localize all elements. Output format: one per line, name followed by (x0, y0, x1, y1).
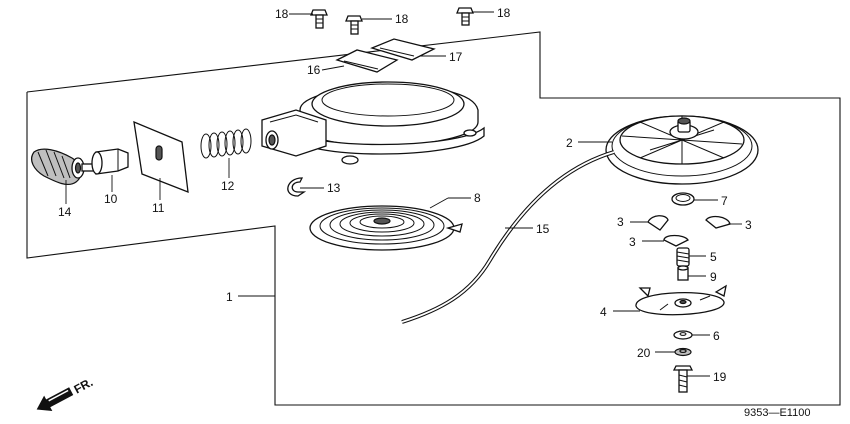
callout-19: 19 (713, 370, 727, 384)
grip-adapter-10 (91, 148, 129, 175)
assembly-frame (26, 31, 841, 406)
starter-case (261, 81, 485, 165)
callout-5: 5 (710, 250, 717, 264)
callout-10: 10 (104, 192, 118, 206)
starter-grip-14 (31, 148, 95, 186)
callout-6: 6 (713, 329, 720, 343)
bolt-18-right (456, 7, 474, 26)
callout-3-right: 3 (745, 218, 752, 232)
diagram-code: 9353—E1100 (744, 407, 810, 419)
callout-8: 8 (474, 191, 481, 205)
callout-16: 16 (307, 63, 321, 77)
callout-18-middle: 18 (395, 12, 409, 26)
spring-12 (200, 128, 252, 159)
ratchet-guide-4 (635, 284, 727, 316)
callout-15: 15 (536, 222, 550, 236)
callout-14: 14 (58, 205, 72, 219)
collar-9 (677, 265, 689, 281)
ratchet-pawl-3-left (647, 215, 669, 231)
callout-4: 4 (600, 305, 607, 319)
callout-13: 13 (327, 181, 341, 195)
label-17-sticker (370, 38, 436, 61)
front-direction-arrow: FR. (36, 375, 96, 412)
callout-7: 7 (721, 194, 728, 208)
bolt-18-middle (345, 15, 363, 35)
return-spring-7 (671, 192, 695, 206)
callout-3-left: 3 (617, 215, 624, 229)
front-direction-label: FR. (72, 375, 96, 396)
friction-spring-5 (676, 247, 690, 267)
callout-18-right: 18 (497, 6, 511, 20)
callout-17: 17 (449, 50, 463, 64)
callout-9: 9 (710, 270, 717, 284)
leader-lines (65, 11, 742, 377)
guide-plate-slot (155, 145, 163, 161)
callout-2: 2 (566, 136, 573, 150)
callout-18-left: 18 (275, 7, 289, 21)
callout-20: 20 (637, 346, 651, 360)
callout-12: 12 (221, 179, 235, 193)
bolt-19 (672, 365, 694, 393)
ratchet-pawl-3-lower (663, 234, 689, 247)
callout-3-lower: 3 (629, 235, 636, 249)
bolt-18-left (310, 9, 328, 29)
reel-pulley-2 (605, 115, 759, 185)
label-16-sticker (335, 49, 399, 73)
recoil-spring-8 (309, 205, 463, 251)
clip-13 (287, 177, 307, 197)
callout-11: 11 (152, 201, 165, 215)
ratchet-pawl-3-right (705, 215, 731, 229)
callout-1: 1 (226, 290, 233, 304)
